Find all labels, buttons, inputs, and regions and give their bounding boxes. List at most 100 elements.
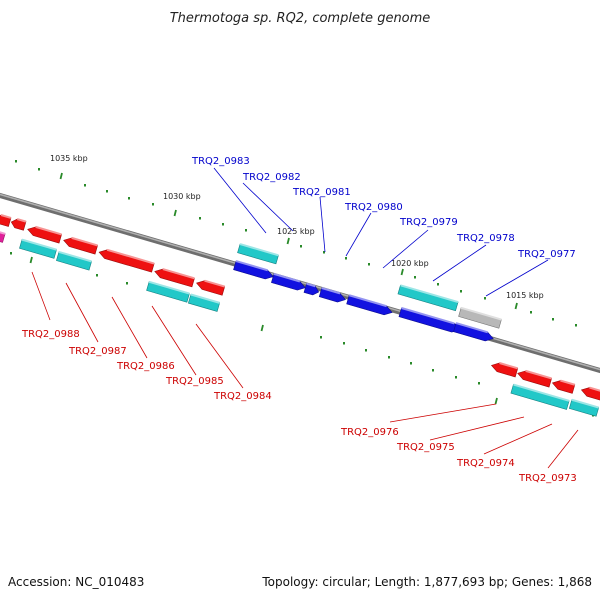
feature-rna xyxy=(56,250,92,271)
label-leaders xyxy=(31,167,579,469)
major-tick xyxy=(59,172,63,180)
leader-line xyxy=(319,196,326,253)
minor-tick xyxy=(199,217,201,220)
feature-rna xyxy=(397,284,459,312)
gene-label-trq2-0973: TRQ2_0973 xyxy=(518,473,577,484)
minor-tick xyxy=(552,318,554,321)
minor-tick xyxy=(152,203,154,206)
minor-tick xyxy=(368,263,370,266)
minor-tick xyxy=(365,349,367,352)
minor-tick xyxy=(432,369,434,372)
feature-partial xyxy=(0,230,6,243)
gene-label-trq2-0984: TRQ2_0984 xyxy=(213,391,272,402)
minor-tick xyxy=(460,290,462,293)
minor-tick xyxy=(478,382,480,385)
scale-label: 1015 kbp xyxy=(506,291,544,300)
gene-trq2-0981 xyxy=(303,282,320,296)
gene-trq2-0988 xyxy=(27,225,62,244)
leader-line xyxy=(485,259,549,297)
minor-tick xyxy=(300,245,302,248)
minor-tick xyxy=(345,257,347,260)
minor-tick xyxy=(106,190,108,193)
accession-text: Accession: NC_010483 xyxy=(8,575,144,589)
scale-label: 1035 kbp xyxy=(50,154,88,163)
gene-trq2-0978 xyxy=(398,307,461,333)
minor-tick xyxy=(84,184,86,187)
minor-tick xyxy=(455,376,457,379)
minor-tick xyxy=(10,252,12,255)
leader-line xyxy=(151,305,197,376)
minor-tick xyxy=(222,223,224,226)
gene-trq2-0980 xyxy=(318,287,347,303)
scale-label: 1025 kbp xyxy=(277,227,315,236)
gene-label-trq2-0980: TRQ2_0980 xyxy=(344,202,403,213)
gene-trq2-0976 xyxy=(490,362,519,378)
gene-trq2-0987 xyxy=(63,236,98,255)
minor-tick xyxy=(323,251,325,254)
feature-rna xyxy=(568,398,600,417)
gene-label-trq2-0978: TRQ2_0978 xyxy=(456,233,515,244)
feature-rna xyxy=(19,238,57,259)
scale-label: 1020 kbp xyxy=(391,259,429,268)
feature-rna xyxy=(187,293,221,312)
gene-label-trq2-0988: TRQ2_0988 xyxy=(21,329,80,340)
minor-tick xyxy=(414,276,416,279)
leader-line xyxy=(31,271,51,321)
minor-tick xyxy=(484,297,486,300)
gene-features xyxy=(0,214,600,417)
feature-rna xyxy=(237,243,279,265)
leader-line xyxy=(213,167,267,234)
major-tick xyxy=(286,237,290,245)
gene-trq2-0986 xyxy=(98,248,155,273)
gene-label-trq2-0977: TRQ2_0977 xyxy=(517,249,576,260)
gene-partial xyxy=(10,218,27,231)
major-tick xyxy=(494,397,498,405)
scale-label: 1030 kbp xyxy=(163,192,201,201)
minor-tick xyxy=(410,362,412,365)
gene-label-trq2-0982: TRQ2_0982 xyxy=(242,172,301,183)
leader-line xyxy=(242,182,294,232)
gene-label-trq2-0983: TRQ2_0983 xyxy=(191,156,250,167)
leader-line xyxy=(195,323,244,389)
gene-label-trq2-0979: TRQ2_0979 xyxy=(399,217,458,228)
gene-trq2-0977 xyxy=(453,322,494,342)
gene-label-trq2-0975: TRQ2_0975 xyxy=(396,442,455,453)
leader-line xyxy=(429,416,525,441)
gene-label-trq2-0981: TRQ2_0981 xyxy=(292,187,351,198)
minor-tick xyxy=(126,282,128,285)
major-tick xyxy=(260,324,264,332)
leader-line xyxy=(345,212,372,257)
minor-tick xyxy=(320,336,322,339)
minor-tick xyxy=(437,283,439,286)
gene-label-trq2-0986: TRQ2_0986 xyxy=(116,361,175,372)
leader-line xyxy=(111,296,148,359)
gene-trq2-0974 xyxy=(551,379,576,394)
major-tick xyxy=(173,209,177,217)
minor-tick xyxy=(343,342,345,345)
scale-labels: 1035 kbp 1030 kbp 1025 kbp 1020 kbp 1015 kbp xyxy=(50,154,544,300)
gene-trq2-0982 xyxy=(271,272,306,291)
minor-tick xyxy=(96,274,98,277)
minor-tick xyxy=(38,168,40,171)
feature-rna xyxy=(510,383,570,410)
leader-line xyxy=(65,282,99,343)
minor-tick xyxy=(15,160,17,163)
gene-trq2-0985 xyxy=(154,268,195,288)
genome-summary-text: Topology: circular; Length: 1,877,693 bp… xyxy=(261,575,592,589)
minor-tick xyxy=(388,356,390,359)
gene-trq2-0983 xyxy=(233,260,274,280)
gene-partial xyxy=(0,214,12,227)
gene-trq2-0973 xyxy=(580,386,600,401)
leader-line xyxy=(389,403,497,423)
gene-label-trq2-0974: TRQ2_0974 xyxy=(456,458,515,469)
gene-label-trq2-0976: TRQ2_0976 xyxy=(340,427,399,438)
major-tick xyxy=(29,256,33,264)
leader-line xyxy=(483,423,553,455)
leader-line xyxy=(382,229,429,269)
gene-trq2-0979 xyxy=(346,294,393,316)
map-title: Thermotoga sp. RQ2, complete genome xyxy=(170,11,431,26)
minor-tick xyxy=(530,311,532,314)
minor-tick xyxy=(245,229,247,232)
major-tick xyxy=(400,268,404,276)
